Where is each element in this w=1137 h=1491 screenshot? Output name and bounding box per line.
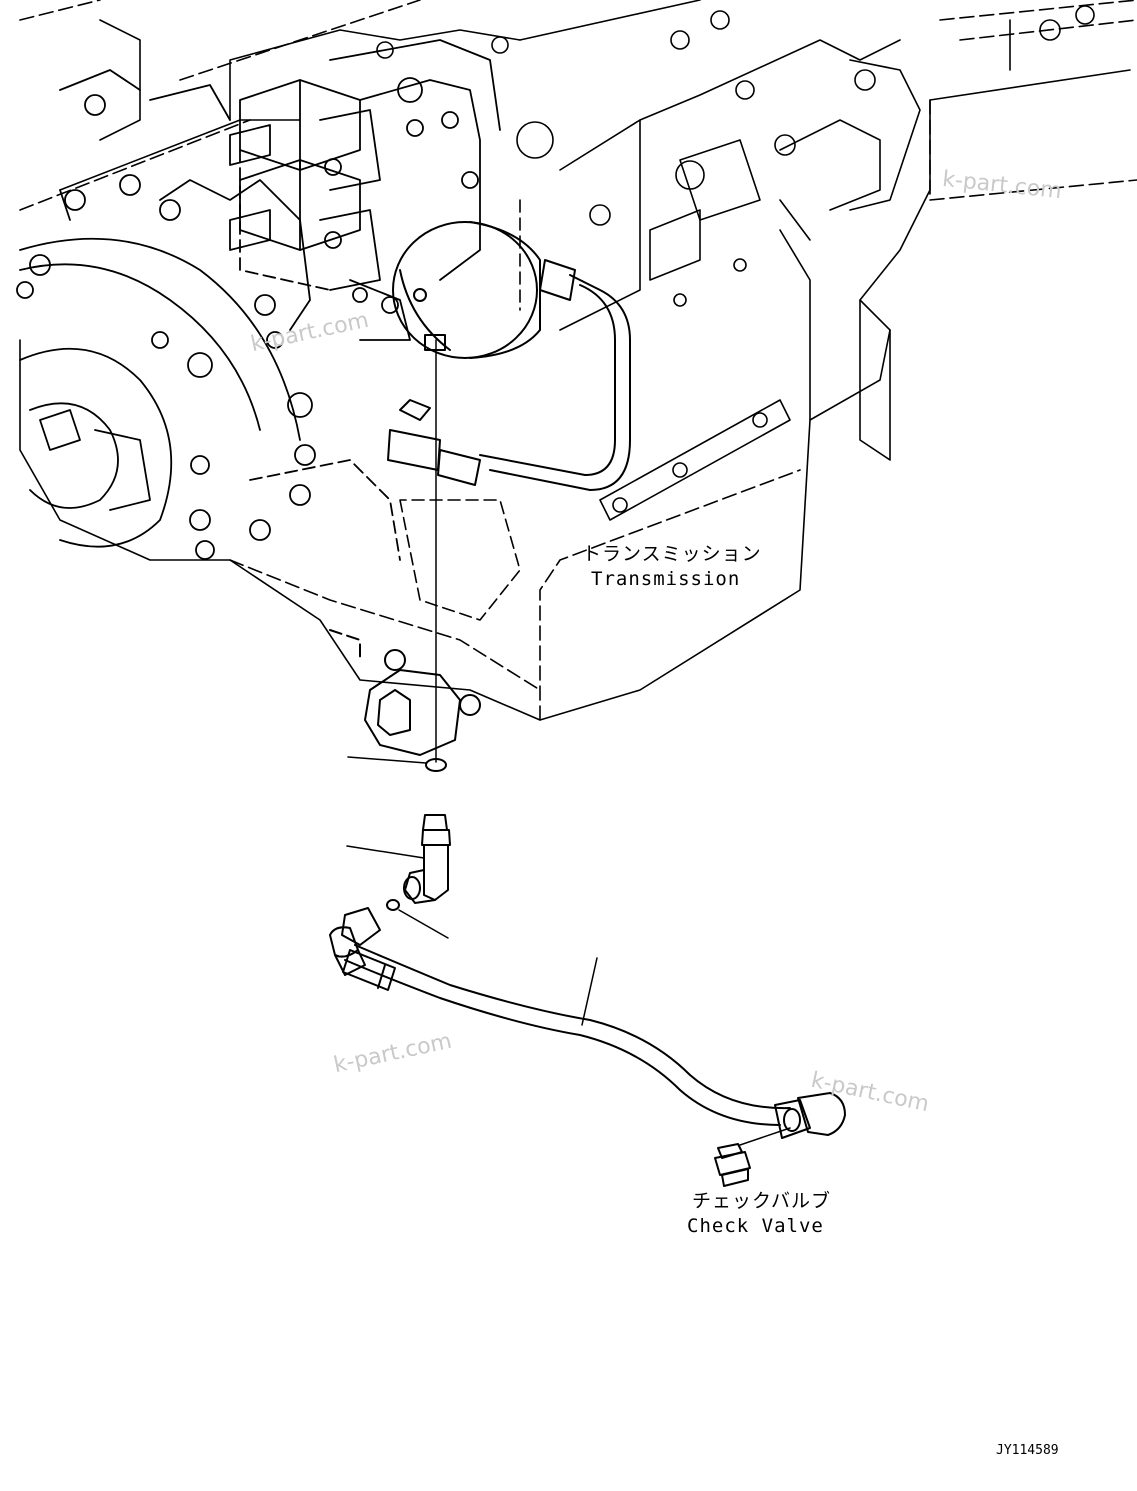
check-valve (714, 1127, 791, 1187)
filter-canister (392, 221, 541, 359)
transmission-label-jp: トランスミッション (582, 543, 762, 565)
check-valve-label-jp: チェックバルブ (692, 1190, 832, 1212)
transmission-label-en: Transmission (591, 568, 741, 590)
o-ring-upper (347, 756, 447, 772)
transmission-housing (19, 0, 1137, 721)
pump-housing (16, 69, 401, 561)
hose-assembly (329, 907, 846, 1139)
o-ring-lower (386, 899, 449, 939)
valve-block (229, 39, 501, 341)
check-valve-label-en: Check Valve (687, 1215, 824, 1237)
housing-pipe (387, 259, 631, 491)
port-fitting (329, 629, 481, 756)
elbow-adapter (346, 814, 451, 904)
drawing-number: JY114589 (996, 1443, 1059, 1458)
